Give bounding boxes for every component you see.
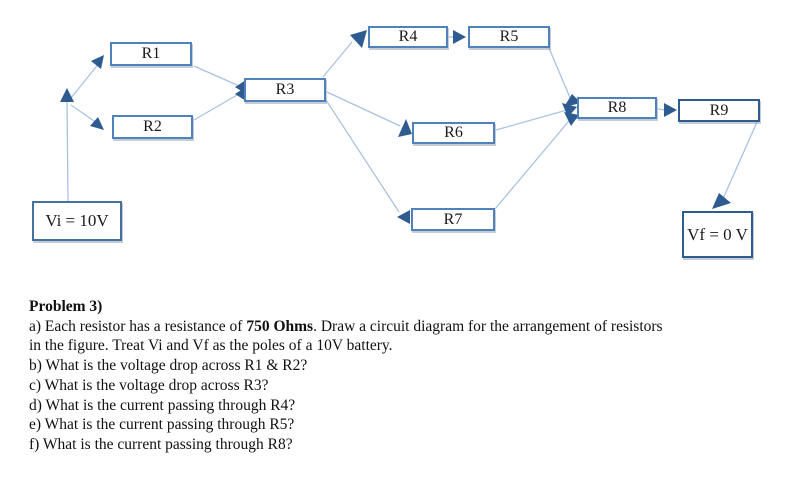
arrowhead — [60, 88, 74, 102]
line-a-bold: 750 Ohms — [246, 317, 314, 335]
arrowhead — [453, 30, 466, 44]
connector-line — [494, 120, 570, 210]
connector-graphics — [60, 30, 758, 224]
problem-line-a: a) Each resistor has a resistance of 750… — [29, 317, 779, 337]
arrowhead — [235, 87, 246, 101]
arrowhead — [91, 55, 104, 69]
problem-line-f: f) What is the current passing through R… — [29, 435, 293, 453]
arrowhead — [564, 94, 581, 107]
problem-text-block: Problem 3) a) Each resistor has a resist… — [29, 297, 779, 455]
problem-line-a-cont: in the figure. Treat Vi and Vf as the po… — [29, 337, 393, 355]
node-vf-label: Vf = 0 V — [687, 224, 748, 244]
node-r7: R7 — [411, 208, 495, 231]
node-r1: R1 — [110, 42, 192, 66]
connector-line — [657, 108, 666, 111]
connector-line — [70, 61, 101, 99]
arrowhead — [562, 103, 577, 117]
problem-line-e: e) What is the current passing through R… — [29, 416, 295, 434]
node-r7-label: R7 — [443, 210, 463, 228]
connector-line — [325, 99, 400, 213]
problem-line-d: d) What is the current passing through R… — [29, 396, 296, 414]
node-r4: R4 — [368, 26, 448, 48]
connector-line — [193, 94, 238, 121]
connector-line — [193, 65, 238, 86]
node-r5: R5 — [468, 26, 550, 48]
node-r6: R6 — [412, 122, 495, 144]
problem-line-c: c) What is the voltage drop across R3? — [29, 376, 269, 394]
arrowhead — [664, 103, 677, 117]
arrowhead — [712, 193, 731, 209]
arrowhead — [398, 119, 412, 137]
node-r1-label: R1 — [141, 45, 161, 62]
node-r2-label: R2 — [143, 118, 162, 135]
connector-line — [326, 91, 401, 127]
node-r4-label: R4 — [398, 28, 418, 45]
node-r9: R9 — [678, 99, 760, 122]
node-r2: R2 — [112, 115, 193, 139]
arrowhead — [350, 30, 367, 48]
arrowhead — [564, 112, 579, 126]
node-r3-label: R3 — [275, 81, 295, 98]
line-a-part2: . Draw a circuit diagram for the arrange… — [313, 317, 663, 335]
connector-line — [548, 47, 572, 101]
problem-line-b: b) What is the voltage drop across R1 & … — [29, 357, 308, 375]
node-vf: Vf = 0 V — [682, 211, 753, 258]
node-vi: Vi = 10V — [32, 201, 122, 241]
connector-line — [495, 109, 568, 131]
connector-line — [66, 99, 69, 202]
connector-line — [70, 104, 98, 124]
node-r6-label: R6 — [444, 124, 463, 141]
arrowhead — [397, 210, 410, 224]
arrowhead — [90, 117, 104, 130]
line-a-part1: a) Each resistor has a resistance of — [29, 317, 247, 335]
node-r9-label: R9 — [709, 101, 729, 119]
connector-line — [721, 121, 758, 202]
connector-line — [322, 41, 353, 78]
node-r5-label: R5 — [499, 28, 519, 45]
node-vi-label: Vi = 10V — [45, 211, 109, 230]
resistor-network-diagram: Vi = 10V R1 R2 R3 R4 R5 R6 R7 R8 R9 — [32, 26, 760, 258]
node-r8: R8 — [577, 97, 657, 119]
problem-title: Problem 3) — [29, 298, 103, 315]
node-r3: R3 — [244, 78, 326, 102]
node-r8-label: R8 — [607, 99, 627, 116]
